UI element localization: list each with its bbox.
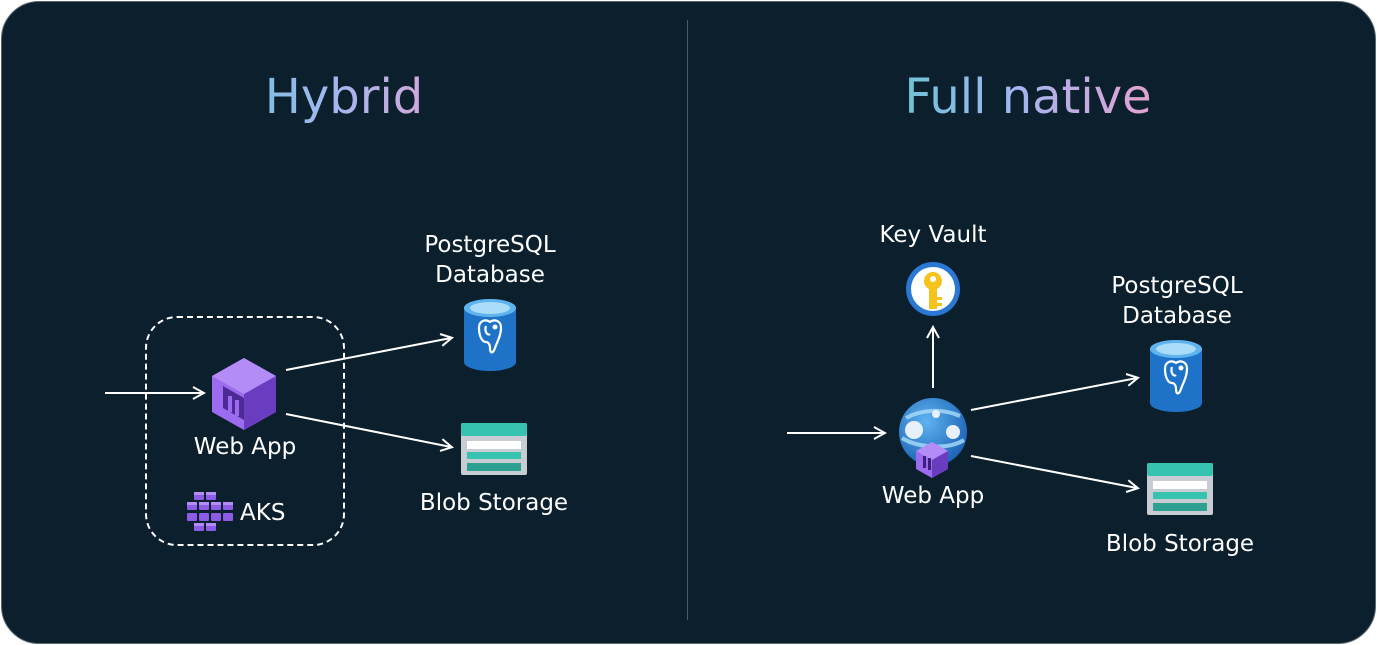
app-service-globe-icon (899, 398, 967, 478)
postgresql-database-icon (1150, 340, 1202, 412)
key-vault-label: Key Vault (879, 222, 987, 248)
native-postgres-label-line1: PostgreSQL (1111, 273, 1243, 299)
full-native-title: Full native (828, 66, 1228, 128)
blob-storage-icon (1147, 463, 1213, 515)
hybrid-blob-label: Blob Storage (419, 490, 569, 516)
hybrid-postgres-label-line2: Database (435, 262, 545, 288)
container-cube-icon (212, 358, 276, 430)
native-web-app-label: Web App (881, 483, 985, 509)
aks-label: AKS (240, 500, 286, 526)
key-vault-icon (906, 262, 960, 316)
section-divider (687, 20, 688, 620)
aks-cluster-icon (187, 492, 233, 531)
hybrid-web-app-label: Web App (193, 434, 297, 460)
blob-storage-icon (461, 423, 527, 475)
hybrid-postgres-label-line1: PostgreSQL (424, 232, 556, 258)
native-blob-label: Blob Storage (1105, 531, 1255, 557)
postgresql-database-icon (464, 299, 516, 371)
hybrid-title: Hybrid (144, 66, 544, 128)
native-postgres-label-line2: Database (1122, 303, 1232, 329)
aks-cluster-boundary (145, 316, 345, 546)
